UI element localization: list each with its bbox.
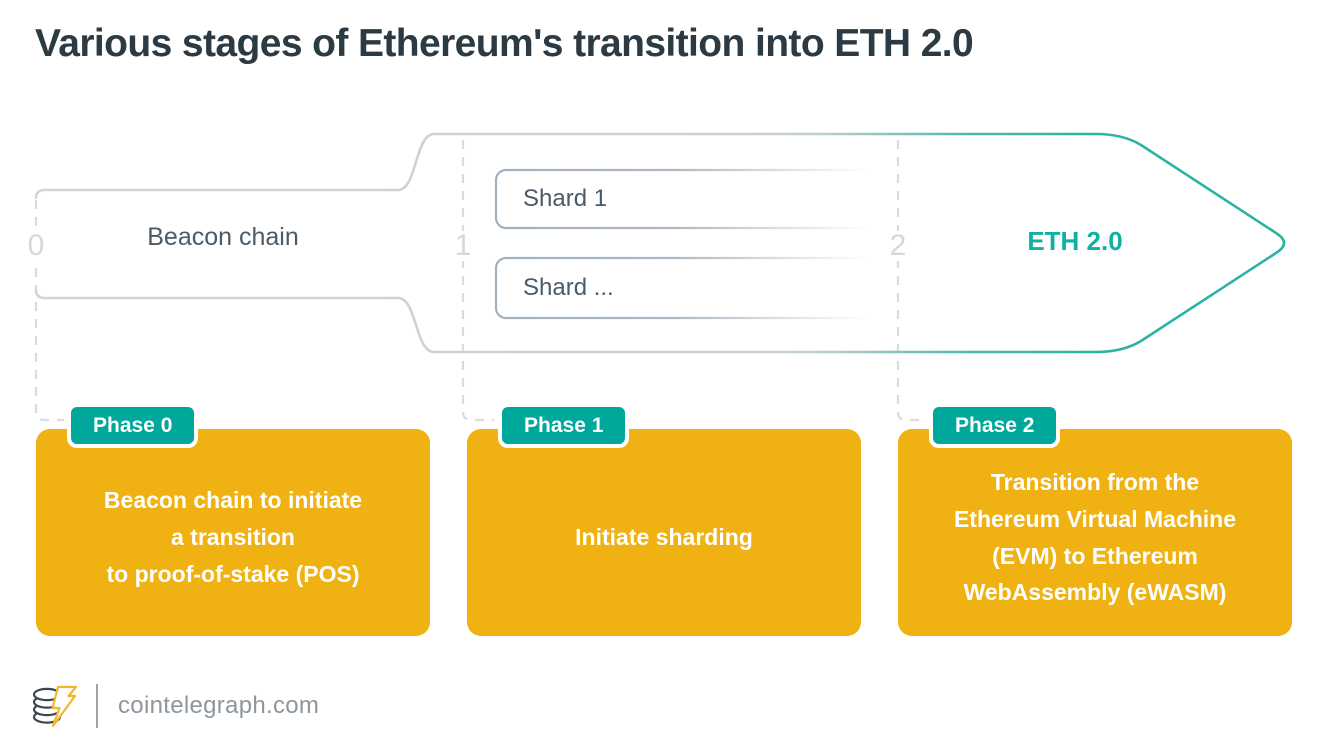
shard-boxes-outline xyxy=(494,168,888,320)
phase-connector-dashes xyxy=(34,140,926,422)
shard-box-2-label: Shard ... xyxy=(523,274,614,301)
shard-box-1-label: Shard 1 xyxy=(523,185,608,212)
phase-1-description: Initiate sharding xyxy=(575,524,753,551)
arrow-outline xyxy=(34,132,1286,354)
phase-0-description: Beacon chain to initiate a transition to… xyxy=(103,487,363,587)
page-title: Various stages of Ethereum's transition … xyxy=(35,22,974,65)
phase-cards-row: Phase 0 Beacon chain to initiate a trans… xyxy=(36,403,1292,636)
cointelegraph-logo-icon xyxy=(32,685,78,728)
phase-2-description: Transition from the Ethereum Virtual Mac… xyxy=(953,468,1237,606)
phase-1-badge: Phase 1 xyxy=(498,403,630,449)
stage-label-beacon-chain: Beacon chain xyxy=(147,222,299,251)
timeline-marker-2: 2 xyxy=(886,231,910,261)
footer-divider xyxy=(96,684,98,728)
stage-label-eth-2-0: ETH 2.0 xyxy=(1027,226,1123,256)
footer-site-text: cointelegraph.com xyxy=(118,692,320,719)
phase-0-badge: Phase 0 xyxy=(67,403,199,449)
phase-2-card: Phase 2 Transition from the Ethereum Vir… xyxy=(898,403,1292,636)
phase-0-card: Phase 0 Beacon chain to initiate a trans… xyxy=(36,403,430,636)
timeline-marker-1: 1 xyxy=(451,231,475,261)
phase-1-card: Phase 1 Initiate sharding xyxy=(467,403,861,636)
timeline-marker-0: 0 xyxy=(24,231,48,261)
footer-brand: cointelegraph.com xyxy=(30,681,319,731)
phase-2-badge: Phase 2 xyxy=(929,403,1061,449)
